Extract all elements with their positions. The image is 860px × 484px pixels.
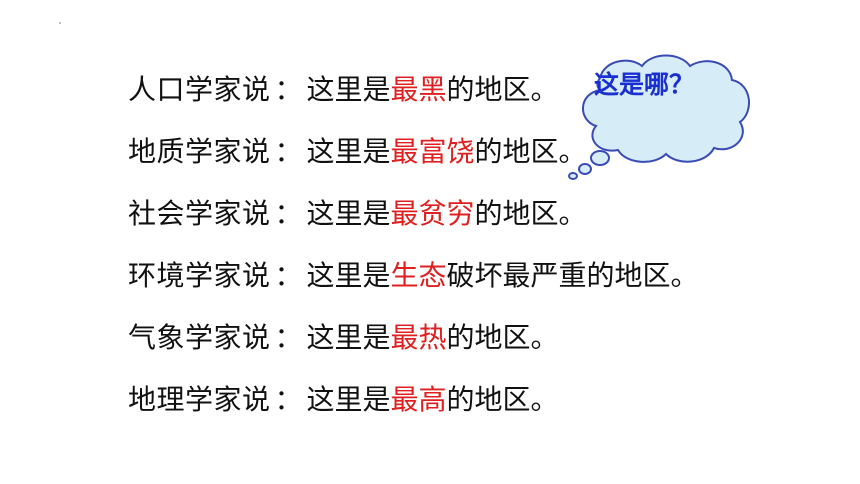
statement-line: 社会学家说：这里是最贫穷的地区。 [128,194,699,256]
statement-suffix: 的地区。 [474,135,587,168]
colon: ： [274,383,303,416]
statement-prefix: 这里是 [306,259,391,292]
statement-prefix: 这里是 [306,321,391,354]
thought-bubble-dot [568,172,578,180]
statement-prefix: 这里是 [306,135,391,168]
statement-suffix: 破坏最严重的地区。 [446,259,699,292]
statement-line: 地质学家说：这里是最富饶的地区。 [128,132,699,194]
thought-bubble-shape [568,54,751,180]
statement-line: 气象学家说：这里是最热的地区。 [128,318,699,380]
speaker-label: 气象学家说 [128,321,271,354]
corner-dot [59,22,61,24]
statement-prefix: 这里是 [306,73,391,106]
colon: ： [274,321,303,354]
speaker-label: 环境学家说 [128,259,271,292]
speaker-label: 地理学家说 [128,383,271,416]
colon: ： [274,197,303,230]
statement-suffix: 的地区。 [474,197,587,230]
statement-suffix: 的地区。 [446,73,559,106]
thought-cloud [582,54,751,163]
statement-line: 人口学家说：这里是最黑的地区。 [128,70,699,132]
highlight-text: 生态 [390,259,447,292]
statement-line: 地理学家说：这里是最高的地区。 [128,380,699,442]
highlight-text: 最富饶 [390,135,475,168]
speaker-label: 人口学家说 [128,73,271,106]
statement-suffix: 的地区。 [446,321,559,354]
bubble-text: 这是哪？ [594,70,695,99]
thought-bubble-dot [590,150,610,166]
statement-line: 环境学家说：这里是生态破坏最严重的地区。 [128,256,699,318]
colon: ： [274,259,303,292]
highlight-text: 最高 [390,383,447,416]
thought-bubble-dot [578,163,592,175]
speaker-label: 地质学家说 [128,135,271,168]
speaker-label: 社会学家说 [128,197,271,230]
highlight-text: 最热 [390,321,447,354]
statement-prefix: 这里是 [306,197,391,230]
statement-list: 人口学家说：这里是最黑的地区。 地质学家说：这里是最富饶的地区。 社会学家说：这… [128,70,699,442]
highlight-text: 最贫穷 [390,197,475,230]
statement-prefix: 这里是 [306,383,391,416]
highlight-text: 最黑 [390,73,447,106]
statement-suffix: 的地区。 [446,383,559,416]
colon: ： [274,73,303,106]
colon: ： [274,135,303,168]
thought-bubble: 这是哪？ [560,50,760,180]
